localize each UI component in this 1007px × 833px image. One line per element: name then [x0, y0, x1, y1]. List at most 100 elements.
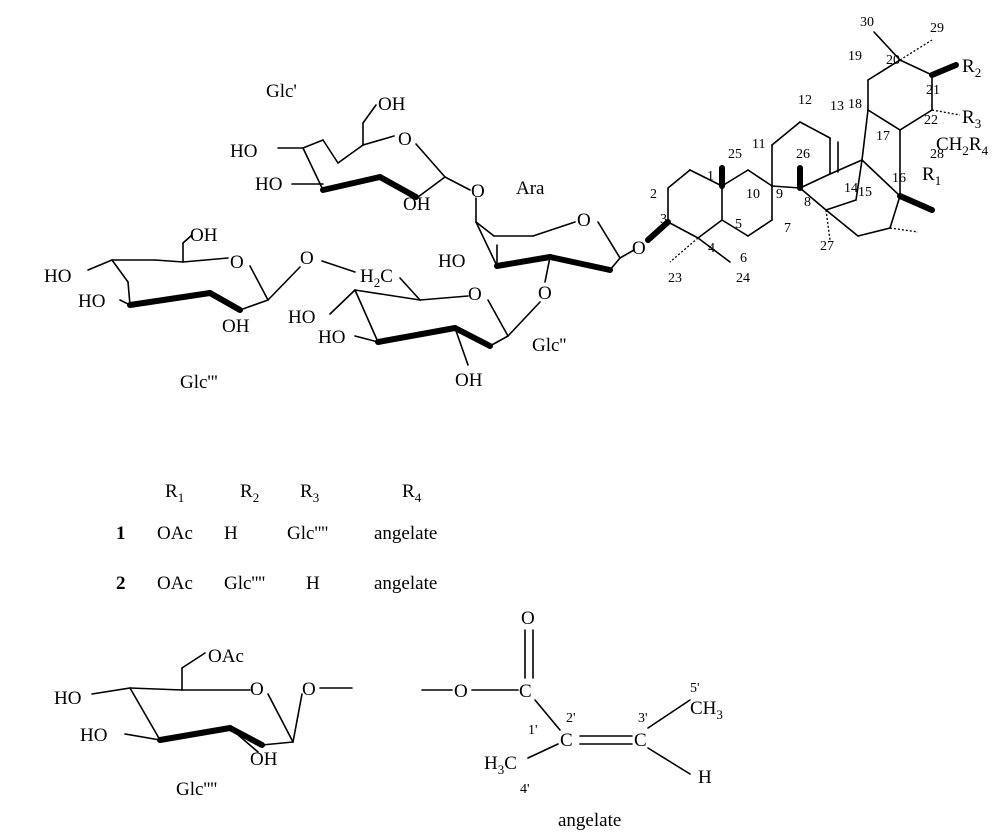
- svg-text:23: 23: [668, 271, 682, 286]
- svg-text:26: 26: [796, 147, 810, 162]
- glc3-label: Glc''': [180, 372, 218, 393]
- glc4-glycosidic-o: O: [302, 679, 316, 700]
- glc1-glycosidic-o: O: [471, 181, 485, 202]
- glc3-glycosidic-o: O: [300, 248, 314, 269]
- glc3-ring: [87, 234, 356, 313]
- svg-text:11: 11: [752, 137, 765, 152]
- table-header-r3: R3: [300, 481, 319, 505]
- ara-ho: HO: [438, 251, 465, 272]
- svg-text:Glc'''': Glc'''': [224, 573, 265, 594]
- svg-text:angelate: angelate: [374, 573, 437, 594]
- svg-text:2: 2: [116, 573, 126, 594]
- glc4-ring: [91, 652, 353, 753]
- ara-aglycone-o: O: [632, 238, 646, 259]
- svg-text:angelate: angelate: [374, 523, 437, 544]
- svg-text:OAc: OAc: [157, 523, 193, 544]
- angelate-h: H: [698, 767, 712, 788]
- svg-text:5: 5: [735, 217, 742, 232]
- r1-label: R1: [922, 164, 941, 188]
- svg-text:6: 6: [740, 251, 747, 266]
- glc2-ho-4: HO: [288, 307, 315, 328]
- svg-text:7: 7: [784, 221, 791, 236]
- angelate-c2: C: [560, 730, 573, 751]
- atom-number-labels: 1 2 3 4 5 6 7 8 9 10 11 12 13 14 15 16 1…: [650, 15, 944, 286]
- r3-label: R3: [962, 107, 981, 131]
- r2-label: R2: [962, 56, 981, 80]
- glc1-ho-4: HO: [230, 141, 257, 162]
- glc3-ho-4: HO: [44, 266, 71, 287]
- glc1-ring-o: O: [398, 129, 412, 150]
- glc3-ring-o: O: [230, 252, 244, 273]
- svg-text:H: H: [224, 523, 238, 544]
- h2c-group: H2C: [360, 266, 393, 290]
- glc3-oh-2: OH: [222, 316, 250, 337]
- substituent-table: R1 R2 R3 R4 1 OAc H Glc'''' angelate 2 O…: [116, 481, 437, 594]
- angelate-name: angelate: [558, 810, 621, 831]
- svg-text:28: 28: [930, 147, 944, 162]
- svg-text:H2C: H2C: [360, 266, 393, 290]
- glc3-oh-6: OH: [190, 225, 218, 246]
- svg-text:27: 27: [820, 239, 834, 254]
- svg-text:8: 8: [804, 195, 811, 210]
- angelate-carbonyl-o: O: [521, 608, 535, 629]
- svg-text:30: 30: [860, 15, 874, 30]
- angelate-h3c: H3C: [484, 753, 517, 777]
- svg-text:OAc: OAc: [157, 573, 193, 594]
- svg-text:22: 22: [924, 113, 938, 128]
- glc1-ho-3: HO: [255, 174, 282, 195]
- svg-text:17: 17: [876, 129, 890, 144]
- svg-text:19: 19: [848, 49, 862, 64]
- svg-text:14: 14: [844, 181, 858, 196]
- table-header-r4: R4: [402, 481, 422, 505]
- svg-text:9: 9: [776, 187, 783, 202]
- glc4-oac: OAc: [208, 646, 244, 667]
- glc4-ho-3: HO: [80, 725, 107, 746]
- svg-text:3: 3: [660, 212, 667, 227]
- glc3-ho-3: HO: [78, 291, 105, 312]
- glc2-label: Glc'': [532, 335, 566, 356]
- svg-text:1: 1: [707, 169, 714, 184]
- svg-text:18: 18: [848, 97, 862, 112]
- ara-glycosidic-o-2: O: [538, 283, 552, 304]
- angelate-c1: C: [519, 681, 532, 702]
- ara-ring-o: O: [577, 210, 591, 231]
- ch2r4-label: CH2R4: [936, 134, 989, 158]
- glc2-ring: [329, 277, 541, 366]
- glc4-ring-o: O: [250, 679, 264, 700]
- glc4-ho-4: HO: [54, 688, 81, 709]
- svg-text:13: 13: [830, 99, 844, 114]
- glc1-label: Glc': [266, 81, 297, 102]
- svg-text:1': 1': [528, 723, 538, 738]
- glc4-label: Glc'''': [176, 779, 217, 800]
- svg-text:3': 3': [638, 711, 648, 726]
- ara-ring: [475, 197, 635, 283]
- table-row: 1 OAc H Glc'''' angelate: [116, 523, 437, 544]
- table-header-r2: R2: [240, 481, 259, 505]
- glc1-oh-2: OH: [403, 194, 431, 215]
- svg-text:4': 4': [520, 782, 530, 797]
- glc2-ring-o: O: [468, 284, 482, 305]
- ara-label: Ara: [516, 178, 545, 199]
- angelate-ch3: CH3: [690, 698, 723, 722]
- angelate-ester-o: O: [454, 681, 468, 702]
- glc2-oh-2: OH: [455, 370, 483, 391]
- glc1-oh-6: OH: [378, 94, 406, 115]
- angelate-c3: C: [634, 730, 647, 751]
- svg-text:24: 24: [736, 271, 750, 286]
- svg-text:25: 25: [728, 147, 742, 162]
- table-row: 2 OAc Glc'''' H angelate: [116, 573, 437, 594]
- svg-text:5': 5': [690, 681, 700, 696]
- glc4-oh-2: OH: [250, 749, 278, 770]
- svg-text:20: 20: [886, 53, 900, 68]
- angelate-structure: [421, 629, 691, 775]
- table-header-r1: R1: [165, 481, 184, 505]
- svg-text:21: 21: [926, 83, 940, 98]
- glc2-ho-3: HO: [318, 327, 345, 348]
- svg-text:29: 29: [930, 21, 944, 36]
- svg-text:15: 15: [858, 185, 872, 200]
- aglycone-skeleton: [645, 31, 961, 263]
- svg-text:2: 2: [650, 187, 657, 202]
- svg-text:Glc'''': Glc'''': [287, 523, 328, 544]
- svg-text:2': 2': [566, 711, 576, 726]
